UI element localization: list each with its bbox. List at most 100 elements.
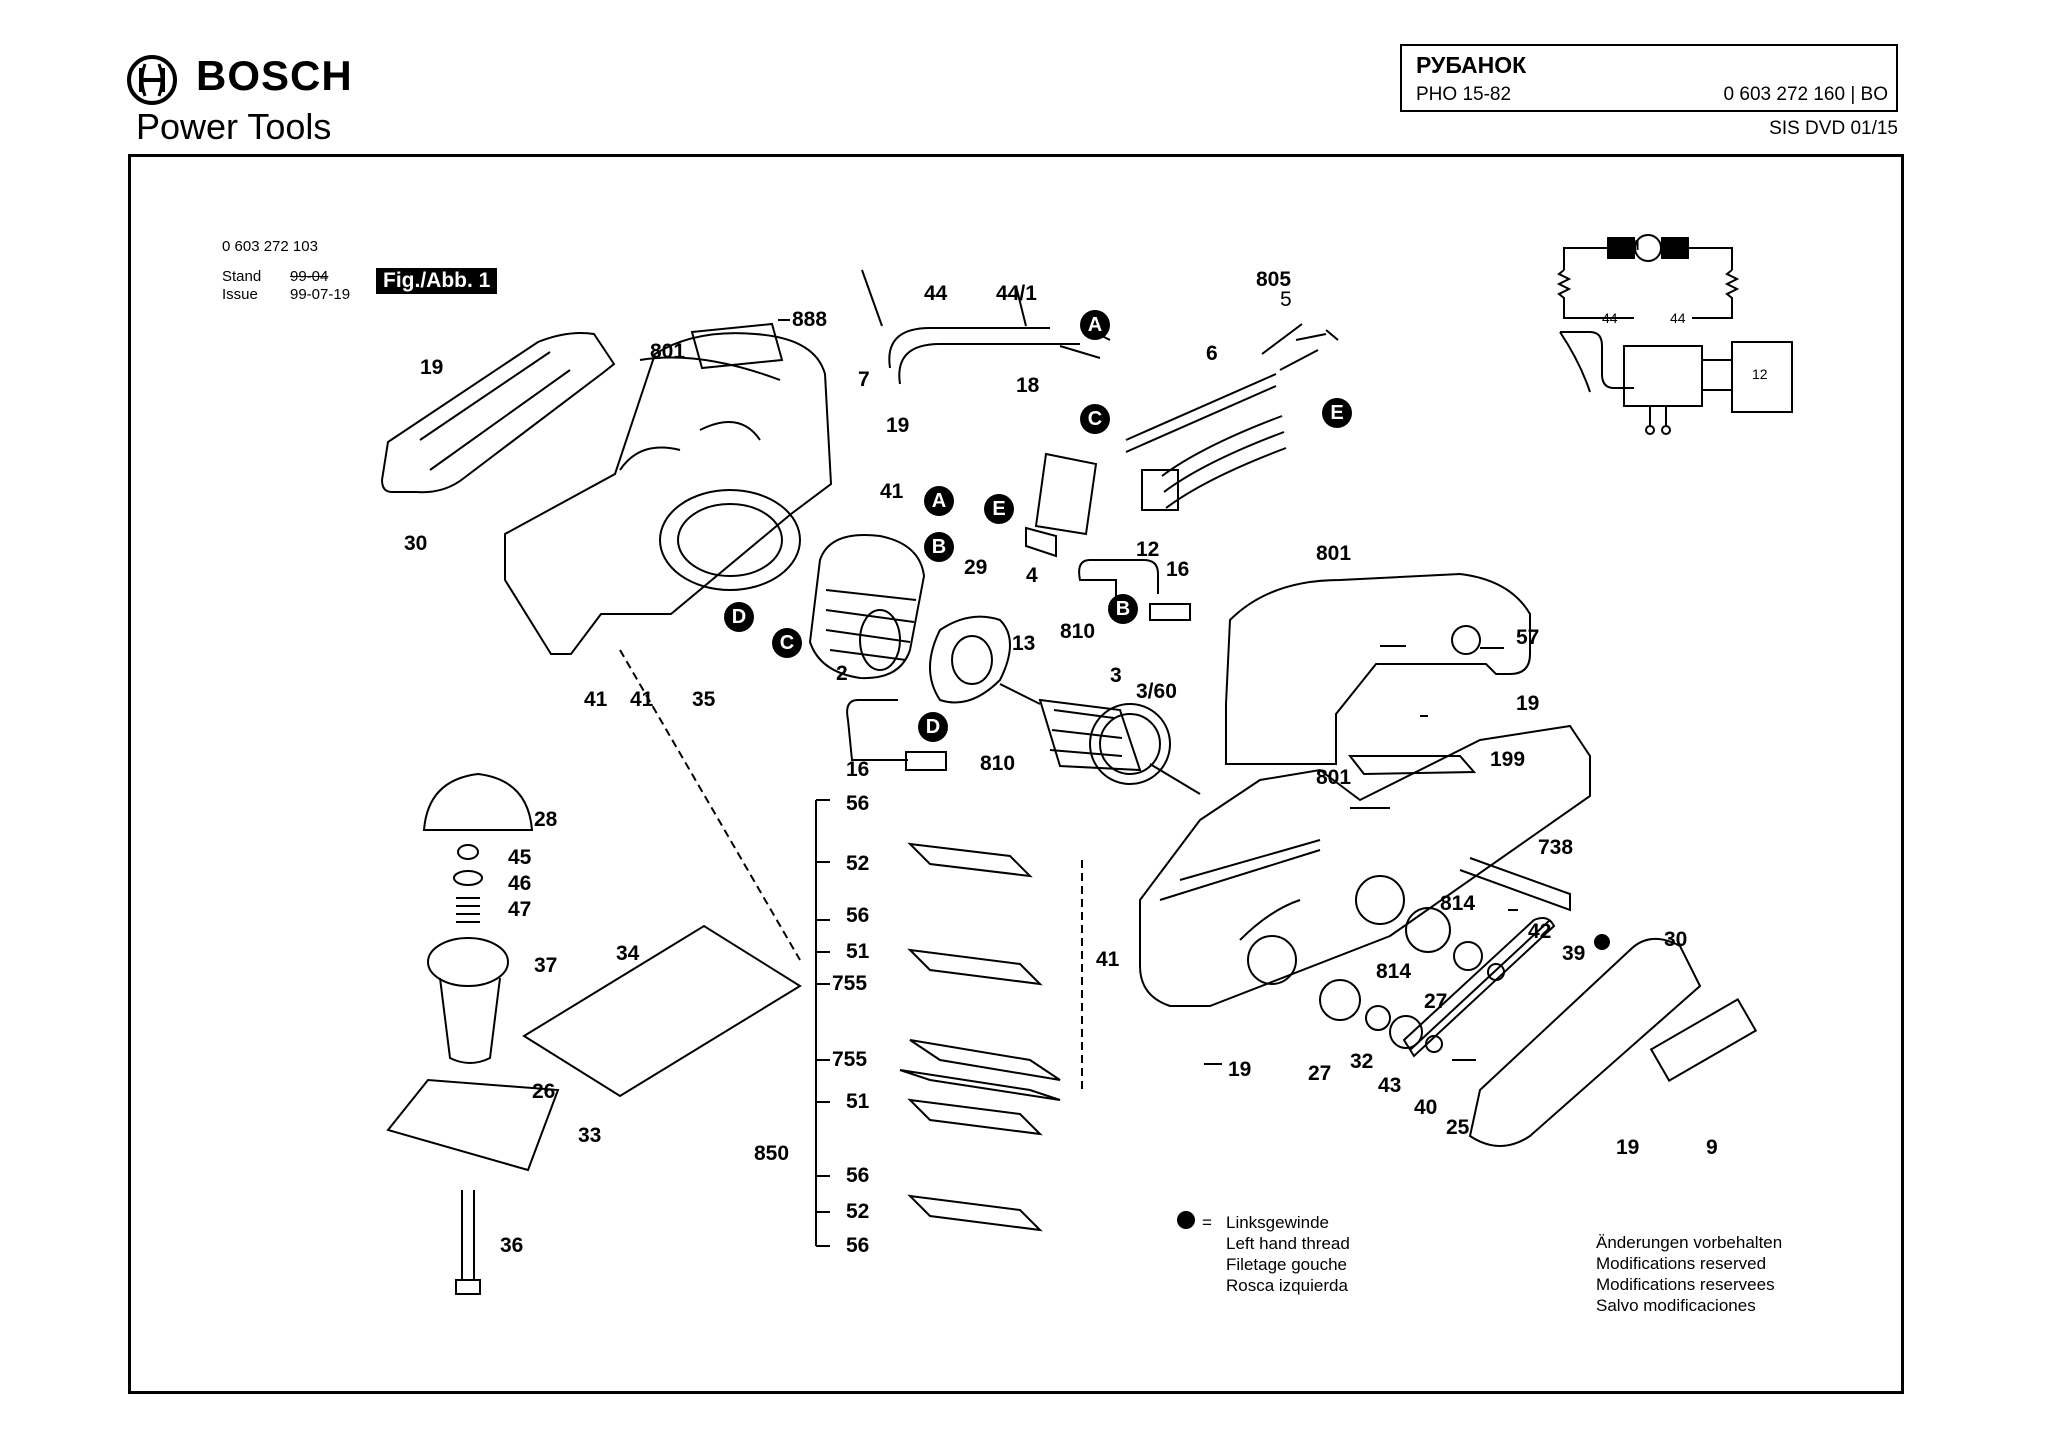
callout-199: 199 (1490, 748, 1526, 771)
marker-b: B (1108, 594, 1138, 624)
marker-a: A (1080, 310, 1110, 340)
hex-key-738 (1459, 857, 1571, 912)
callout-35: 35 (692, 688, 716, 711)
legend-mod-fr: Modifications reservees (1596, 1275, 1775, 1294)
marker-b: B (924, 532, 954, 562)
stand-date: 99-04 (290, 268, 329, 285)
callout-7: 7 (858, 368, 870, 391)
cutter-block (899, 1039, 1061, 1101)
callout-57: 57 (1516, 626, 1540, 649)
marker-a: A (924, 486, 954, 516)
product-number: 0 603 272 160 | BO (1723, 84, 1888, 105)
callout-3: 3 (1110, 664, 1122, 687)
callout-39: 39 (1562, 942, 1586, 965)
drawing-number: 0 603 272 103 (222, 238, 318, 255)
marker-c: C (1080, 404, 1110, 434)
callout-44: 44 (924, 282, 948, 305)
callout-27: 27 (1424, 990, 1448, 1013)
legend-thread-de: Linksgewinde (1226, 1213, 1330, 1232)
bolt-36 (455, 1190, 481, 1295)
callout-13: 13 (1012, 632, 1036, 655)
handle-801-right (1225, 572, 1531, 765)
switch-box-label: 12 (1752, 366, 1768, 382)
brush-right-label: 44 (1670, 310, 1686, 326)
callout-4: 4 (1026, 564, 1038, 587)
callout-18: 18 (1016, 374, 1040, 397)
callout-26: 26 (532, 1080, 556, 1103)
callout-41: 41 (630, 688, 654, 711)
legend-thread-fr: Filetage gouche (1226, 1255, 1347, 1274)
callout-805: 805 (1256, 268, 1292, 291)
legend-thread-es: Rosca izquierda (1226, 1276, 1348, 1295)
figure-label: Fig./Abb. 1 (376, 268, 498, 294)
callout-19: 19 (1616, 1136, 1640, 1159)
switch-4 (1025, 452, 1098, 558)
callout-30: 30 (404, 532, 428, 555)
callout-3-60: 3/60 (1136, 680, 1177, 703)
armature-3 (999, 683, 1201, 795)
legend-mod-en: Modifications reserved (1596, 1254, 1767, 1273)
callout-6: 6 (1206, 342, 1218, 365)
callout-814: 814 (1440, 892, 1476, 915)
callout-29: 29 (964, 556, 988, 579)
stand-label: Stand (222, 268, 262, 285)
callout-41: 41 (880, 480, 904, 503)
cover-30-right (1468, 938, 1702, 1147)
callout-810: 810 (980, 752, 1016, 775)
depth-knob-28 (422, 772, 534, 831)
callout-56: 56 (846, 904, 870, 927)
legend-thread-en: Left hand thread (1226, 1234, 1350, 1253)
callout-19: 19 (420, 356, 444, 379)
base-plate-33 (386, 1078, 560, 1172)
sticker-199 (1347, 755, 1477, 776)
callout-810: 810 (1060, 620, 1096, 643)
callout-52: 52 (846, 1200, 870, 1223)
callout-25: 25 (1446, 1116, 1470, 1139)
callout-19: 19 (886, 414, 910, 437)
callout-2: 2 (836, 662, 848, 685)
legend-mod-es: Salvo modificaciones (1596, 1296, 1756, 1315)
callout-755: 755 (832, 1048, 868, 1071)
blade-bracket-850 (815, 799, 830, 1247)
callout-888: 888 (792, 308, 828, 331)
callout-56: 56 (846, 1234, 870, 1257)
callout-37: 37 (534, 954, 558, 977)
callout-814: 814 (1376, 960, 1412, 983)
callout-44-1: 44/1 (996, 282, 1037, 305)
callout-32: 32 (1350, 1050, 1374, 1073)
callout-738: 738 (1538, 836, 1574, 859)
callout-56: 56 (846, 1164, 870, 1187)
power-cord-6 (1125, 329, 1339, 453)
callout-36: 36 (500, 1234, 524, 1257)
callout-34: 34 (616, 942, 640, 965)
legend-mod-de: Änderungen vorbehalten (1596, 1233, 1783, 1252)
product-model: PHO 15-82 (1416, 84, 1512, 105)
callout-45: 45 (508, 846, 532, 869)
callout-801: 801 (1316, 542, 1352, 565)
issue-date: 99-07-19 (290, 286, 351, 303)
legend-modifications-list: Änderungen vorbehalten Modifications res… (1596, 1232, 1782, 1316)
brush-holder-d (846, 699, 908, 761)
brand-name: BOSCH (196, 52, 353, 99)
callout-755: 755 (832, 972, 868, 995)
callout-850: 850 (754, 1142, 790, 1165)
callout-16: 16 (846, 758, 870, 781)
callout-51: 51 (846, 940, 870, 963)
motor-label: M (1627, 237, 1640, 254)
marker-c: C (772, 628, 802, 658)
callout-33: 33 (578, 1124, 602, 1147)
legend-equals: = (1202, 1213, 1212, 1232)
brush-holder-b (1078, 559, 1159, 604)
callout-12: 12 (1136, 538, 1160, 561)
cover-30-left (380, 332, 616, 494)
callout-5: 5 (1280, 288, 1292, 311)
product-title: РУБАНОК (1416, 52, 1527, 78)
callout-801: 801 (650, 340, 686, 363)
callout-46: 46 (508, 872, 532, 895)
callout-52: 52 (846, 852, 870, 875)
brush-left-label: 44 (1602, 310, 1618, 326)
callout-43: 43 (1378, 1074, 1402, 1097)
marker-e: E (1322, 398, 1352, 428)
wiring-diagram (1556, 234, 1793, 435)
